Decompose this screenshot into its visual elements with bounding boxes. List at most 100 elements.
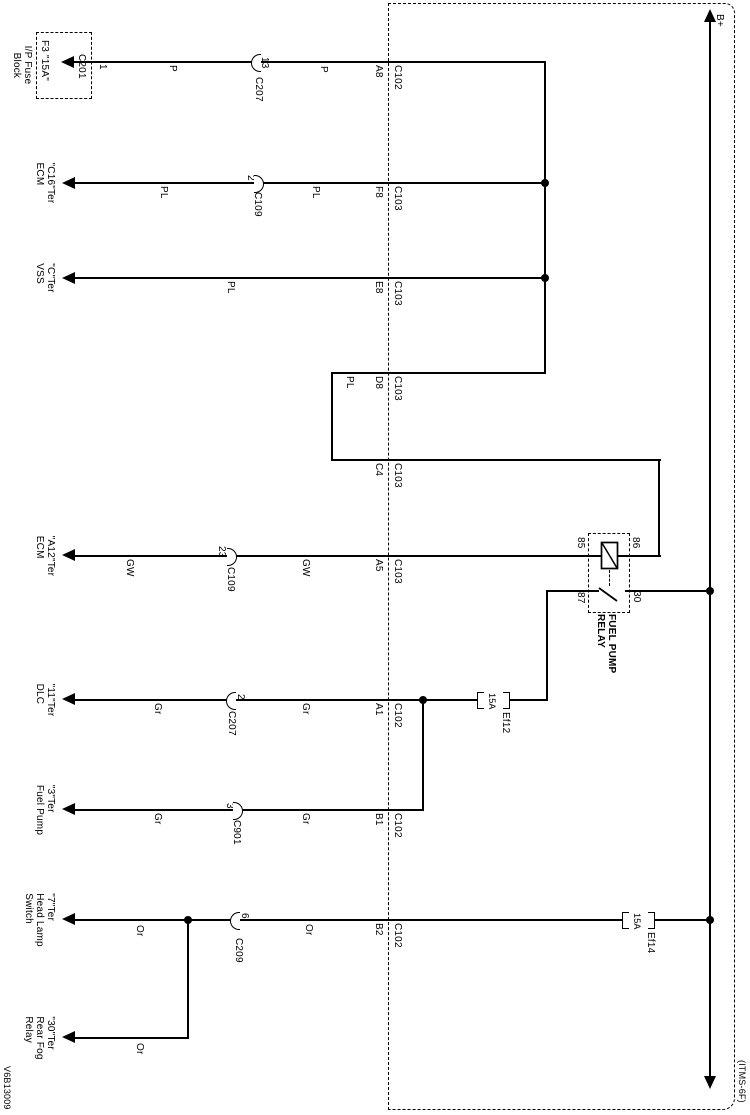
connector-c103-label-a5: C103 (392, 559, 403, 584)
wire-vss (74, 277, 546, 279)
pin-d8-label: D8 (373, 376, 384, 390)
fuel-pump-relay-box (588, 533, 630, 613)
fuse-ef14-bracket-right (648, 912, 655, 929)
bplus-label: B+ (714, 14, 725, 27)
splice-pin-23: 23 (216, 546, 227, 558)
relay-switch-blade-icon (598, 587, 618, 602)
dest-vss: "C"Ter VSS (34, 263, 56, 293)
fuse-ef12-rating: 15A (487, 693, 497, 710)
dest-fuel-pump: "3"Ter Fuel Pump (34, 784, 56, 836)
arrow-rear-fog (62, 1031, 75, 1043)
relay-pin-85: 85 (575, 537, 586, 549)
fuse-ef12-bracket-right (503, 692, 510, 709)
wire-link-188 (187, 919, 189, 1039)
wire-bus-545 (544, 61, 546, 374)
pin-f8-label: F8 (373, 186, 384, 199)
dest-ecm-c16: "C16"Ter ECM (34, 162, 56, 204)
wire-dlc (74, 699, 478, 701)
wire-rear-fog (74, 1037, 189, 1039)
wire-ecm-a12 (74, 555, 602, 557)
pin-a8-label: A8 (373, 65, 384, 78)
connector-c201-label: C201 (76, 54, 87, 79)
splice-c109-2-icon (254, 175, 264, 193)
wire-relay-87-in (546, 590, 599, 592)
arrow-fuse-block (61, 56, 74, 68)
splice-c109-23-label: C109 (225, 567, 236, 592)
wire-feed (74, 61, 546, 63)
wire-link-332 (331, 372, 333, 461)
wire-ecm-c16 (74, 182, 546, 184)
relay-coil-icon (600, 541, 619, 570)
arrow-vss (62, 272, 75, 284)
wire-color-or-2: Or (303, 924, 314, 936)
wire-color-gr-2: Gr (300, 703, 311, 715)
dest-dlc: "11"Ter DLC (34, 683, 56, 717)
relay-pin-30: 30 (631, 591, 642, 603)
connector-c102-label-b2: C102 (392, 923, 403, 948)
junction-bplus-ef14 (706, 916, 714, 924)
fuse-ef12-label: Ef12 (500, 712, 511, 734)
fuse-block-box (36, 32, 92, 99)
splice-c109-23-icon (227, 548, 237, 566)
wire-color-pl-3: PL (225, 281, 236, 294)
wire-fuel-pump (74, 809, 424, 811)
wire-color-gr-3: Gr (152, 813, 163, 825)
wire-head-lamp-fuse-out (653, 919, 711, 921)
wire-branch-c4 (331, 459, 661, 461)
pin-c4-label: C4 (373, 463, 384, 477)
arrow-bplus-bottom (704, 1076, 716, 1089)
fuse-block-label: I/P Fuse Block (11, 45, 33, 85)
fuse-f3-label: F3 "15A" (39, 40, 50, 81)
splice-c109-label: C109 (252, 192, 263, 217)
connector-c102-label-a1: C102 (392, 703, 403, 728)
connector-c103-label-d8: C103 (392, 376, 403, 401)
arrow-dlc (62, 693, 75, 705)
connector-c102-label-a8: C102 (392, 65, 403, 90)
wire-dlc-fuse-out (508, 699, 548, 701)
junction-head-lamp (184, 916, 192, 924)
splice-c209-label: C209 (233, 938, 244, 963)
fuse-ef14-label: Ef14 (645, 932, 656, 954)
pin-b1-label: B1 (373, 813, 384, 826)
splice-pin-13: 13 (259, 57, 270, 69)
arrow-ecm-c16 (62, 177, 75, 189)
junction-e8 (541, 274, 549, 282)
dest-head-lamp: "7"Ter Head Lamp Switch (23, 893, 56, 947)
connector-c102-label-b1: C102 (392, 813, 403, 838)
pin-1-label: 1 (97, 64, 108, 70)
fuel-pump-relay-label: FUEL PUMP RELAY (595, 614, 617, 674)
wire-color-gw-1: GW (124, 559, 135, 577)
wire-link-423 (422, 699, 424, 811)
fuse-ef12-bracket-left (477, 692, 484, 709)
wire-color-pl-1: PL (158, 186, 169, 199)
wire-color-gr-1: Gr (152, 703, 163, 715)
wire-head-lamp (74, 919, 623, 921)
wire-color-gw-2: GW (300, 559, 311, 577)
wire-bplus-rail (709, 20, 711, 1078)
wire-link-660 (658, 459, 660, 557)
wire-link-547 (546, 590, 548, 701)
relay-pin-86: 86 (630, 537, 641, 549)
sheet-ref-label: (ITMS-6F) (737, 1060, 747, 1103)
wire-color-gr-4: Gr (300, 813, 311, 825)
wire-color-pl-2: PL (310, 186, 321, 199)
splice-pin-3: 3 (224, 803, 235, 809)
splice-pin-2: 2 (245, 175, 256, 181)
splice-c901-3-icon (233, 802, 243, 820)
wire-branch-d8 (331, 372, 546, 374)
splice-c901-label: C901 (231, 820, 242, 845)
arrow-head-lamp (62, 913, 75, 925)
dest-ecm-a12: "A12"Ter ECM (34, 535, 56, 577)
connector-c103-label-e8: C103 (392, 281, 403, 306)
pin-e8-label: E8 (373, 281, 384, 294)
wire-color-p-2: P (318, 66, 329, 73)
connector-c103-label-f8: C103 (392, 186, 403, 211)
connector-c103-label-c4: C103 (392, 463, 403, 488)
pin-a5-label: A5 (373, 559, 384, 572)
fuse-ef14-bracket-left (622, 912, 629, 929)
junction-bplus-relay (706, 587, 714, 595)
wire-color-pl-4: PL (344, 376, 355, 389)
wire-color-p-1: P (167, 65, 178, 72)
wire-relay-coil-out (617, 555, 661, 557)
wire-color-or-1: Or (134, 925, 145, 937)
